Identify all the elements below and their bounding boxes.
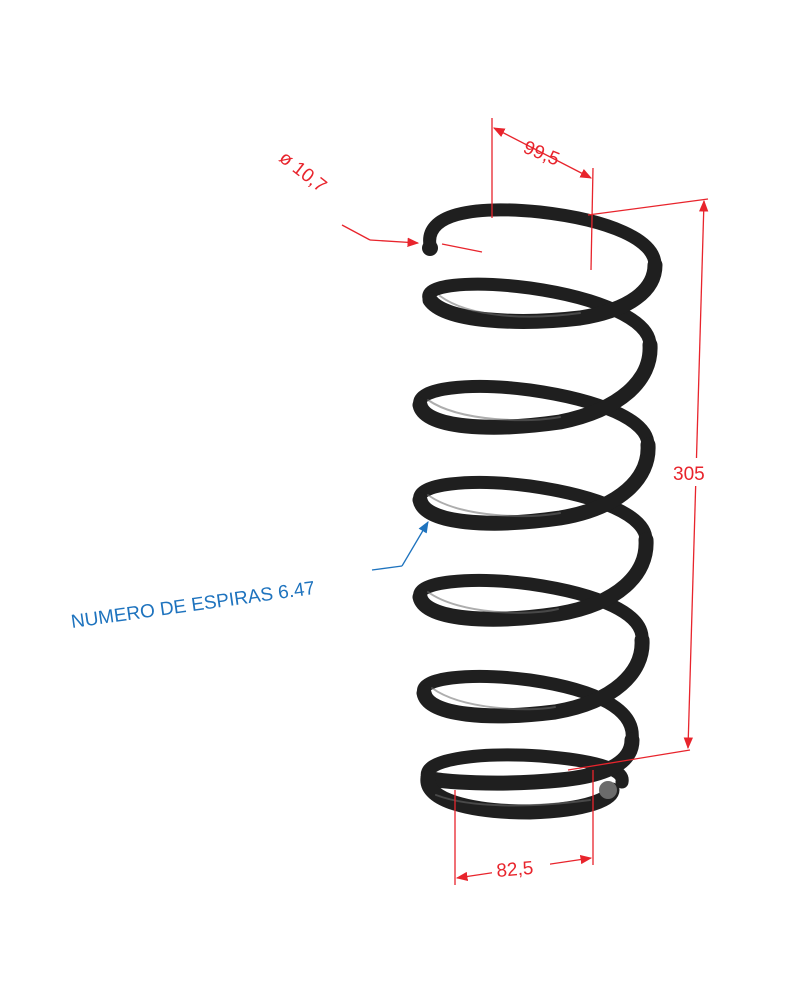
coil-count-arrow [401,520,429,567]
length-ext-bottom [567,749,691,771]
coil-5-back [413,573,649,647]
coil-4-front [412,532,654,627]
coil-1-front [422,257,663,329]
free-length-label: 305 [673,464,705,485]
coil-6-back [417,669,639,747]
coil-spring [412,203,663,820]
top-ext-right [590,167,594,271]
bottom-coil-dimension: 82,5 [454,770,594,885]
wire-end-top [422,240,438,256]
coil-7-front [420,770,620,820]
coil-count-leader [371,565,403,571]
top-dim-line [492,127,593,179]
coil-5-front [416,632,650,724]
coil-1-back [423,203,662,272]
length-ext-top [587,198,709,216]
coil-count-note: NUMERO DE ESPIRAS 6.47 [70,520,429,633]
coil-4-back [413,476,653,547]
coil-3-back [413,380,655,452]
coil-3-front [412,437,656,531]
wire-diameter-leader [341,224,371,241]
wire-diameter-dimension: ø 10,7 [275,147,483,253]
top-coil-dimension: 99,5 [491,118,594,271]
wire-diameter-label: ø 10,7 [275,147,330,197]
coil-2-front [412,337,658,435]
wire-end-bottom [599,781,617,799]
bottom-coil-label: 82,5 [496,858,535,882]
coil-count-label: NUMERO DE ESPIRAS 6.47 [70,578,317,633]
coil-6-front [420,732,640,791]
free-length-dimension: 305 [567,198,718,771]
top-coil-label: 99,5 [520,137,562,170]
wire-diameter-extension [441,243,483,253]
coil-2-back [422,277,657,352]
wire-diameter-arrow [369,237,420,248]
